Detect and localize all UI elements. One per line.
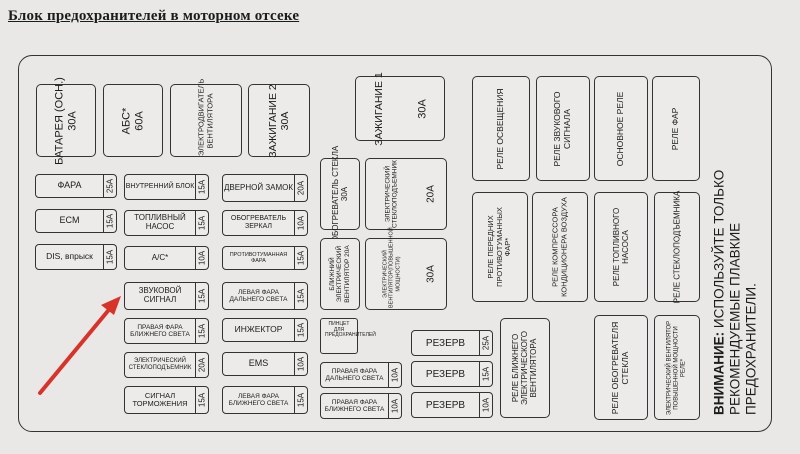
relay-horn: РЕЛЕ ЗВУКОВОГО СИГНАЛА: [536, 76, 590, 181]
fuse-reserve-15: РЕЗЕРВ 15А: [411, 361, 493, 387]
relay-headlight: РЕЛЕ ФАР: [652, 76, 700, 181]
fuse-headlight: ФАРА 25А: [35, 174, 117, 198]
relay-power-window: РЕЛЕ СТЕКЛОПОДЪЕМНИКА: [654, 191, 700, 303]
fuse-injector: ИНЖЕКТОР 15А: [222, 318, 308, 342]
fuse-right-high-beam: ПРАВАЯ ФАРА ДАЛЬНЕГО СВЕТА 10А: [320, 362, 402, 388]
fuse-ignition-1: ЗАЖИГАНИЕ 1 30А: [355, 72, 445, 145]
fuse-box-frame: [18, 55, 772, 432]
relay-fuel-pump: РЕЛЕ ТОПЛИВНОГО НАСОСА: [594, 192, 648, 302]
fuse-high-speed-fan: ЭЛЕКТРИЧЕСКИЙ ВЕНТИЛЯТОР(ПОВЫШЕННОЙ МОЩН…: [365, 227, 447, 310]
fuse-interior-block: ВНУТРЕННИЙ БЛОК 15А: [124, 174, 209, 200]
relay-glass-heater: РЕЛЕ ОБОГРЕВАТЕЛЯ СТЕКЛА: [594, 315, 648, 420]
fuse-power-window-main: ЭЛЕКТРИЧЕСКИЙ СТЕКЛОПОДЪЕМНИК 20А: [365, 158, 447, 230]
fuse-abs: АБС*60А: [103, 84, 163, 157]
relay-main: ОСНОВНОЕ РЕЛЕ: [594, 76, 648, 181]
fuse-ecm: ECM 15А: [35, 209, 117, 233]
fuse-battery: БАТАРЕЯ (ОСН.)30А: [36, 77, 96, 164]
fuse-reserve-10: РЕЗЕРВ 10А: [411, 392, 493, 418]
relay-high-speed-fan: ЭЛЕКТРИЧЕСКИЙ ВЕНТИЛЯТОР ПОВЫШЕННОЙ МОЩН…: [654, 315, 700, 420]
fuse-fog-lamp: ПРОТИВОТУМАННАЯ ФАРА 15А: [222, 246, 308, 270]
fuse-brake-signal: СИГНАЛ ТОРМОЖЕНИЯ 15А: [124, 386, 209, 414]
fuse-ems: EMS 10А: [222, 352, 308, 376]
relay-front-fog: РЕЛЕ ПЕРЕДНИХ ПРОТИВОТУМАННЫХ ФАР*: [472, 192, 528, 302]
fuse-mirror-heater: ОБОГРЕВАТЕЛЬ ЗЕРКАЛ 10А: [222, 210, 308, 236]
fuse-fan-motor: ЭЛЕКТРОДВИГАТЕЛЬ ВЕНТИЛЯТОРА: [170, 78, 242, 157]
fuse-ac: А/С* 10А: [124, 246, 209, 270]
page-title: Блок предохранителей в моторном отсеке: [8, 8, 300, 24]
fuse-power-window: ЭЛЕКТРИЧЕСКИЙ СТЕКЛОПОДЪЕМНИК 20А: [124, 352, 209, 378]
fuse-fuel-pump: ТОПЛИВНЫЙ НАСОС 15А: [124, 210, 209, 236]
fuse-dis-injection: DIS, впрыск 15А: [35, 244, 117, 270]
fuse-horn: ЗВУКОВОЙ СИГНАЛ 15А: [124, 282, 209, 310]
relay-low-speed-fan: РЕЛЕ БЛИЖНЕГО ЭЛЕКТРИЧЕСКОГО ВЕНТИЛЯТОРА: [500, 318, 550, 418]
fuse-left-high-beam: ЛЕВАЯ ФАРА ДАЛЬНЕГО СВЕТА 15А: [222, 282, 308, 310]
fuse-puller: ПИНЦЕТ ДЛЯ ПРЕДОХРАНИТЕЛЕЙ: [320, 318, 376, 354]
fuse-right-low-beam-2: ПРАВАЯ ФАРА БЛИЖНЕГО СВЕТА 10А: [320, 393, 402, 419]
fuse-reserve-25: РЕЗЕРВ 25А: [411, 330, 493, 356]
fuse-door-lock: ДВЕРНОЙ ЗАМОК 20А: [222, 174, 308, 202]
fuse-left-low-beam: ЛЕВАЯ ФАРА БЛИЖНЕГО СВЕТА 15А: [222, 386, 308, 414]
fuse-right-low-beam: ПРАВАЯ ФАРА БЛИЖНЕГО СВЕТА 15А: [124, 318, 209, 344]
fuse-low-speed-fan: БЛИЖНИЙ ЭЛЕКТРИЧЕСКИЙ ВЕНТИЛЯТОР 20А: [320, 238, 360, 310]
relay-ac-compressor: РЕЛЕ КОМПРЕССОРА КОНДИЦИОНЕРА ВОЗДУХА: [532, 192, 588, 302]
relay-lighting: РЕЛЕ ОСВЕЩЕНИЯ: [472, 76, 530, 181]
